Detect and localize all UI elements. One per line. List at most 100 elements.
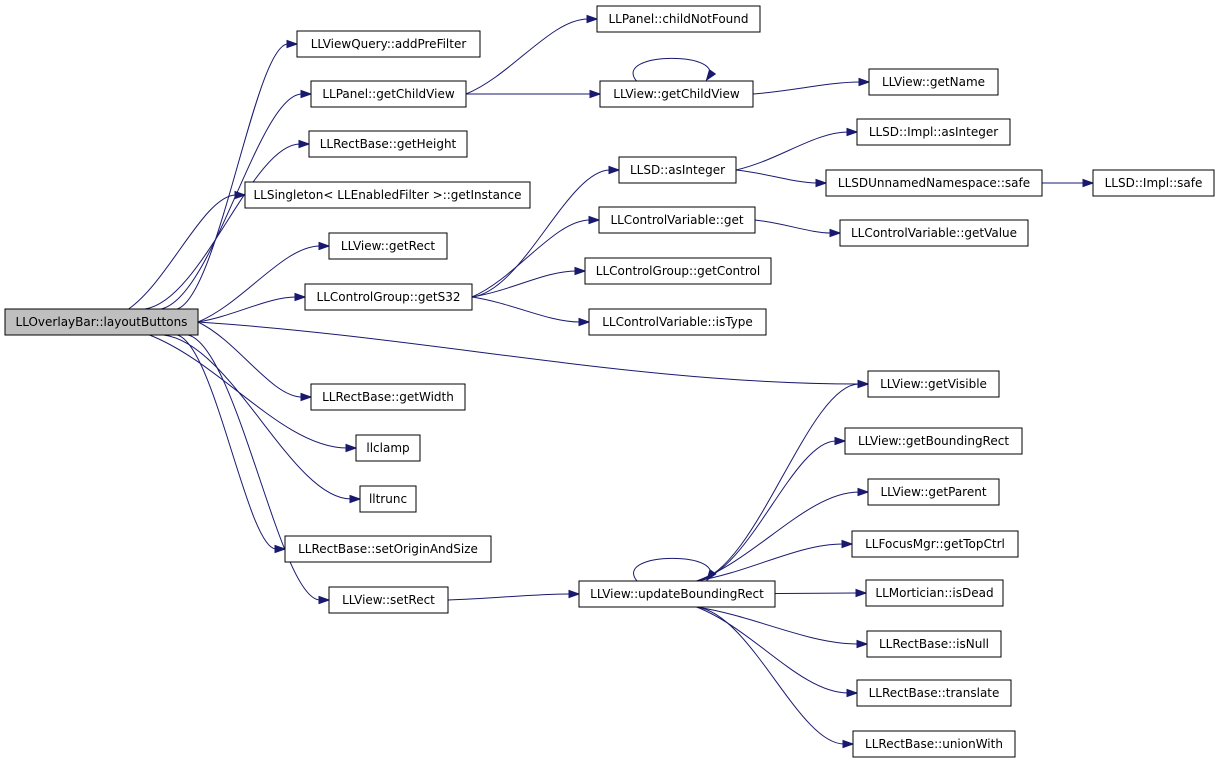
node-box bbox=[584, 257, 772, 285]
node-box bbox=[296, 30, 481, 58]
node-getHeight[interactable]: LLRectBase::getHeight bbox=[308, 130, 468, 158]
edge-layoutButtons-to-llclamp bbox=[149, 334, 358, 453]
node-getWidth[interactable]: LLRectBase::getWidth bbox=[310, 383, 466, 411]
edge-getS32-to-isType-arrowhead bbox=[578, 317, 591, 327]
node-label: LLRectBase::unionWith bbox=[865, 737, 1003, 751]
node-label: LLControlVariable::getValue bbox=[851, 226, 1017, 240]
node-label: LLView::getRect bbox=[341, 239, 435, 253]
edge-updateBoundingRect-to-translate-arrowhead bbox=[846, 688, 859, 698]
node-unionWith[interactable]: LLRectBase::unionWith bbox=[852, 730, 1016, 758]
node-label: LLSDUnnamedNamespace::safe bbox=[838, 176, 1030, 190]
node-getBoundingRect[interactable]: LLView::getBoundingRect bbox=[844, 427, 1023, 455]
edge-getS32-to-isType bbox=[471, 296, 591, 327]
edge-viewGetChildView-to-viewGetChildView-arrowhead bbox=[705, 68, 717, 82]
node-safe[interactable]: LLSDUnnamedNamespace::safe bbox=[825, 169, 1043, 197]
node-box bbox=[867, 478, 1000, 506]
edge-viewGetChildView-to-getName bbox=[752, 77, 871, 95]
edge-layoutButtons-to-setRect-arrowhead bbox=[318, 595, 331, 605]
node-box bbox=[856, 118, 1011, 146]
node-implSafe[interactable]: LLSD::Impl::safe bbox=[1092, 169, 1215, 197]
node-getVisible[interactable]: LLView::getVisible bbox=[867, 370, 1000, 398]
edge-updateBoundingRect-to-isNull bbox=[696, 606, 869, 649]
node-getValue[interactable]: LLControlVariable::getValue bbox=[839, 219, 1029, 247]
node-label: LLRectBase::getHeight bbox=[320, 137, 457, 151]
edge-updateBoundingRect-to-getVisible-arrowhead bbox=[857, 379, 870, 389]
edge-layoutButtons-to-getS32-arrowhead bbox=[294, 292, 307, 302]
node-implAsInteger[interactable]: LLSD::Impl::asInteger bbox=[856, 118, 1011, 146]
edge-updateBoundingRect-to-getBoundingRect-arrowhead bbox=[834, 436, 847, 446]
node-label: LLRectBase::translate bbox=[869, 686, 1000, 700]
edge-setRect-to-updateBoundingRect-arrowhead bbox=[568, 589, 581, 599]
edge-updateBoundingRect-to-unionWith bbox=[696, 606, 855, 749]
edge-cvGet-to-getValue-arrowhead bbox=[829, 228, 842, 238]
edge-updateBoundingRect-to-getBoundingRect bbox=[696, 436, 847, 582]
edge-layoutButtons-to-getWidth-arrowhead bbox=[300, 392, 313, 402]
call-edges bbox=[128, 14, 1095, 749]
node-lltrunc[interactable]: lltrunc bbox=[359, 485, 417, 513]
node-getRect[interactable]: LLView::getRect bbox=[328, 232, 448, 260]
node-translate[interactable]: LLRectBase::translate bbox=[856, 679, 1012, 707]
node-sdAsInteger[interactable]: LLSD::asInteger bbox=[618, 156, 737, 184]
edge-panelGetChildView-to-childNotFound bbox=[465, 14, 599, 95]
edge-sdAsInteger-to-implAsInteger bbox=[735, 127, 859, 171]
node-setOriginAndSize[interactable]: LLRectBase::setOriginAndSize bbox=[284, 535, 492, 563]
edge-getS32-to-cvGet-arrowhead bbox=[588, 215, 601, 225]
node-box bbox=[851, 530, 1019, 558]
node-getName[interactable]: LLView::getName bbox=[868, 68, 999, 96]
node-childNotFound[interactable]: LLPanel::childNotFound bbox=[596, 5, 761, 33]
node-viewGetChildView[interactable]: LLView::getChildView bbox=[599, 80, 754, 108]
node-panelGetChildView[interactable]: LLPanel::getChildView bbox=[310, 80, 467, 108]
node-isDead[interactable]: LLMortician::isDead bbox=[865, 579, 1004, 607]
node-layoutButtons[interactable]: LLOverlayBar::layoutButtons bbox=[4, 308, 199, 336]
edge-getS32-to-getControl-arrowhead bbox=[574, 266, 587, 276]
node-box bbox=[244, 181, 531, 209]
edge-sdAsInteger-to-safe-arrowhead bbox=[815, 178, 828, 188]
edge-layoutButtons-to-setRect bbox=[188, 334, 331, 605]
edge-panelGetChildView-to-childNotFound-arrowhead bbox=[586, 14, 599, 24]
edge-layoutButtons-to-setOriginAndSize bbox=[177, 334, 287, 554]
node-box bbox=[4, 308, 199, 336]
node-llclamp[interactable]: llclamp bbox=[355, 434, 421, 462]
edge-cvGet-to-getValue bbox=[754, 219, 842, 238]
node-label: LLControlGroup::getControl bbox=[596, 264, 760, 278]
edge-layoutButtons-to-lltrunc bbox=[163, 334, 362, 504]
call-nodes: LLOverlayBar::layoutButtons LLViewQuery::… bbox=[4, 5, 1215, 758]
node-cvGet[interactable]: LLControlVariable::get bbox=[598, 206, 756, 234]
edge-updateBoundingRect-to-unionWith-arrowhead bbox=[842, 739, 855, 749]
node-box bbox=[596, 5, 761, 33]
node-isType[interactable]: LLControlVariable::isType bbox=[588, 308, 767, 336]
edge-layoutButtons-to-getRect-arrowhead bbox=[318, 241, 331, 251]
node-box bbox=[588, 308, 767, 336]
node-label: LLFocusMgr::getTopCtrl bbox=[865, 537, 1005, 551]
node-isNull[interactable]: LLRectBase::isNull bbox=[866, 630, 1002, 658]
node-getTopCtrl[interactable]: LLFocusMgr::getTopCtrl bbox=[851, 530, 1019, 558]
node-label: LLControlGroup::getS32 bbox=[317, 290, 461, 304]
node-label: LLPanel::childNotFound bbox=[609, 12, 749, 26]
node-updateBoundingRect[interactable]: LLView::updateBoundingRect bbox=[578, 580, 776, 608]
node-label: LLViewQuery::addPreFilter bbox=[311, 37, 467, 51]
edge-layoutButtons-to-getHeight bbox=[144, 139, 311, 310]
node-label: LLPanel::getChildView bbox=[322, 87, 454, 101]
node-getInstance[interactable]: LLSingleton< LLEnabledFilter >::getInsta… bbox=[244, 181, 531, 209]
node-setRect[interactable]: LLView::setRect bbox=[328, 586, 449, 614]
edge-panelGetChildView-to-viewGetChildView-arrowhead bbox=[589, 89, 602, 99]
edge-setRect-to-updateBoundingRect bbox=[447, 589, 581, 601]
node-box bbox=[359, 485, 417, 513]
node-box bbox=[844, 427, 1023, 455]
node-box bbox=[866, 630, 1002, 658]
node-label: LLControlVariable::get bbox=[610, 213, 743, 227]
node-label: LLView::updateBoundingRect bbox=[590, 587, 764, 601]
node-getS32[interactable]: LLControlGroup::getS32 bbox=[304, 283, 473, 311]
node-label: LLOverlayBar::layoutButtons bbox=[16, 315, 188, 329]
node-getParent[interactable]: LLView::getParent bbox=[867, 478, 1000, 506]
node-addPreFilter[interactable]: LLViewQuery::addPreFilter bbox=[296, 30, 481, 58]
node-box bbox=[868, 68, 999, 96]
node-box bbox=[852, 730, 1016, 758]
edge-layoutButtons-to-getInstance bbox=[128, 190, 247, 310]
node-box bbox=[308, 130, 468, 158]
node-box bbox=[1092, 169, 1215, 197]
edge-layoutButtons-to-panelGetChildView-arrowhead bbox=[300, 89, 313, 99]
edge-sdAsInteger-to-implAsInteger-arrowhead bbox=[846, 127, 859, 137]
node-getControl[interactable]: LLControlGroup::getControl bbox=[584, 257, 772, 285]
